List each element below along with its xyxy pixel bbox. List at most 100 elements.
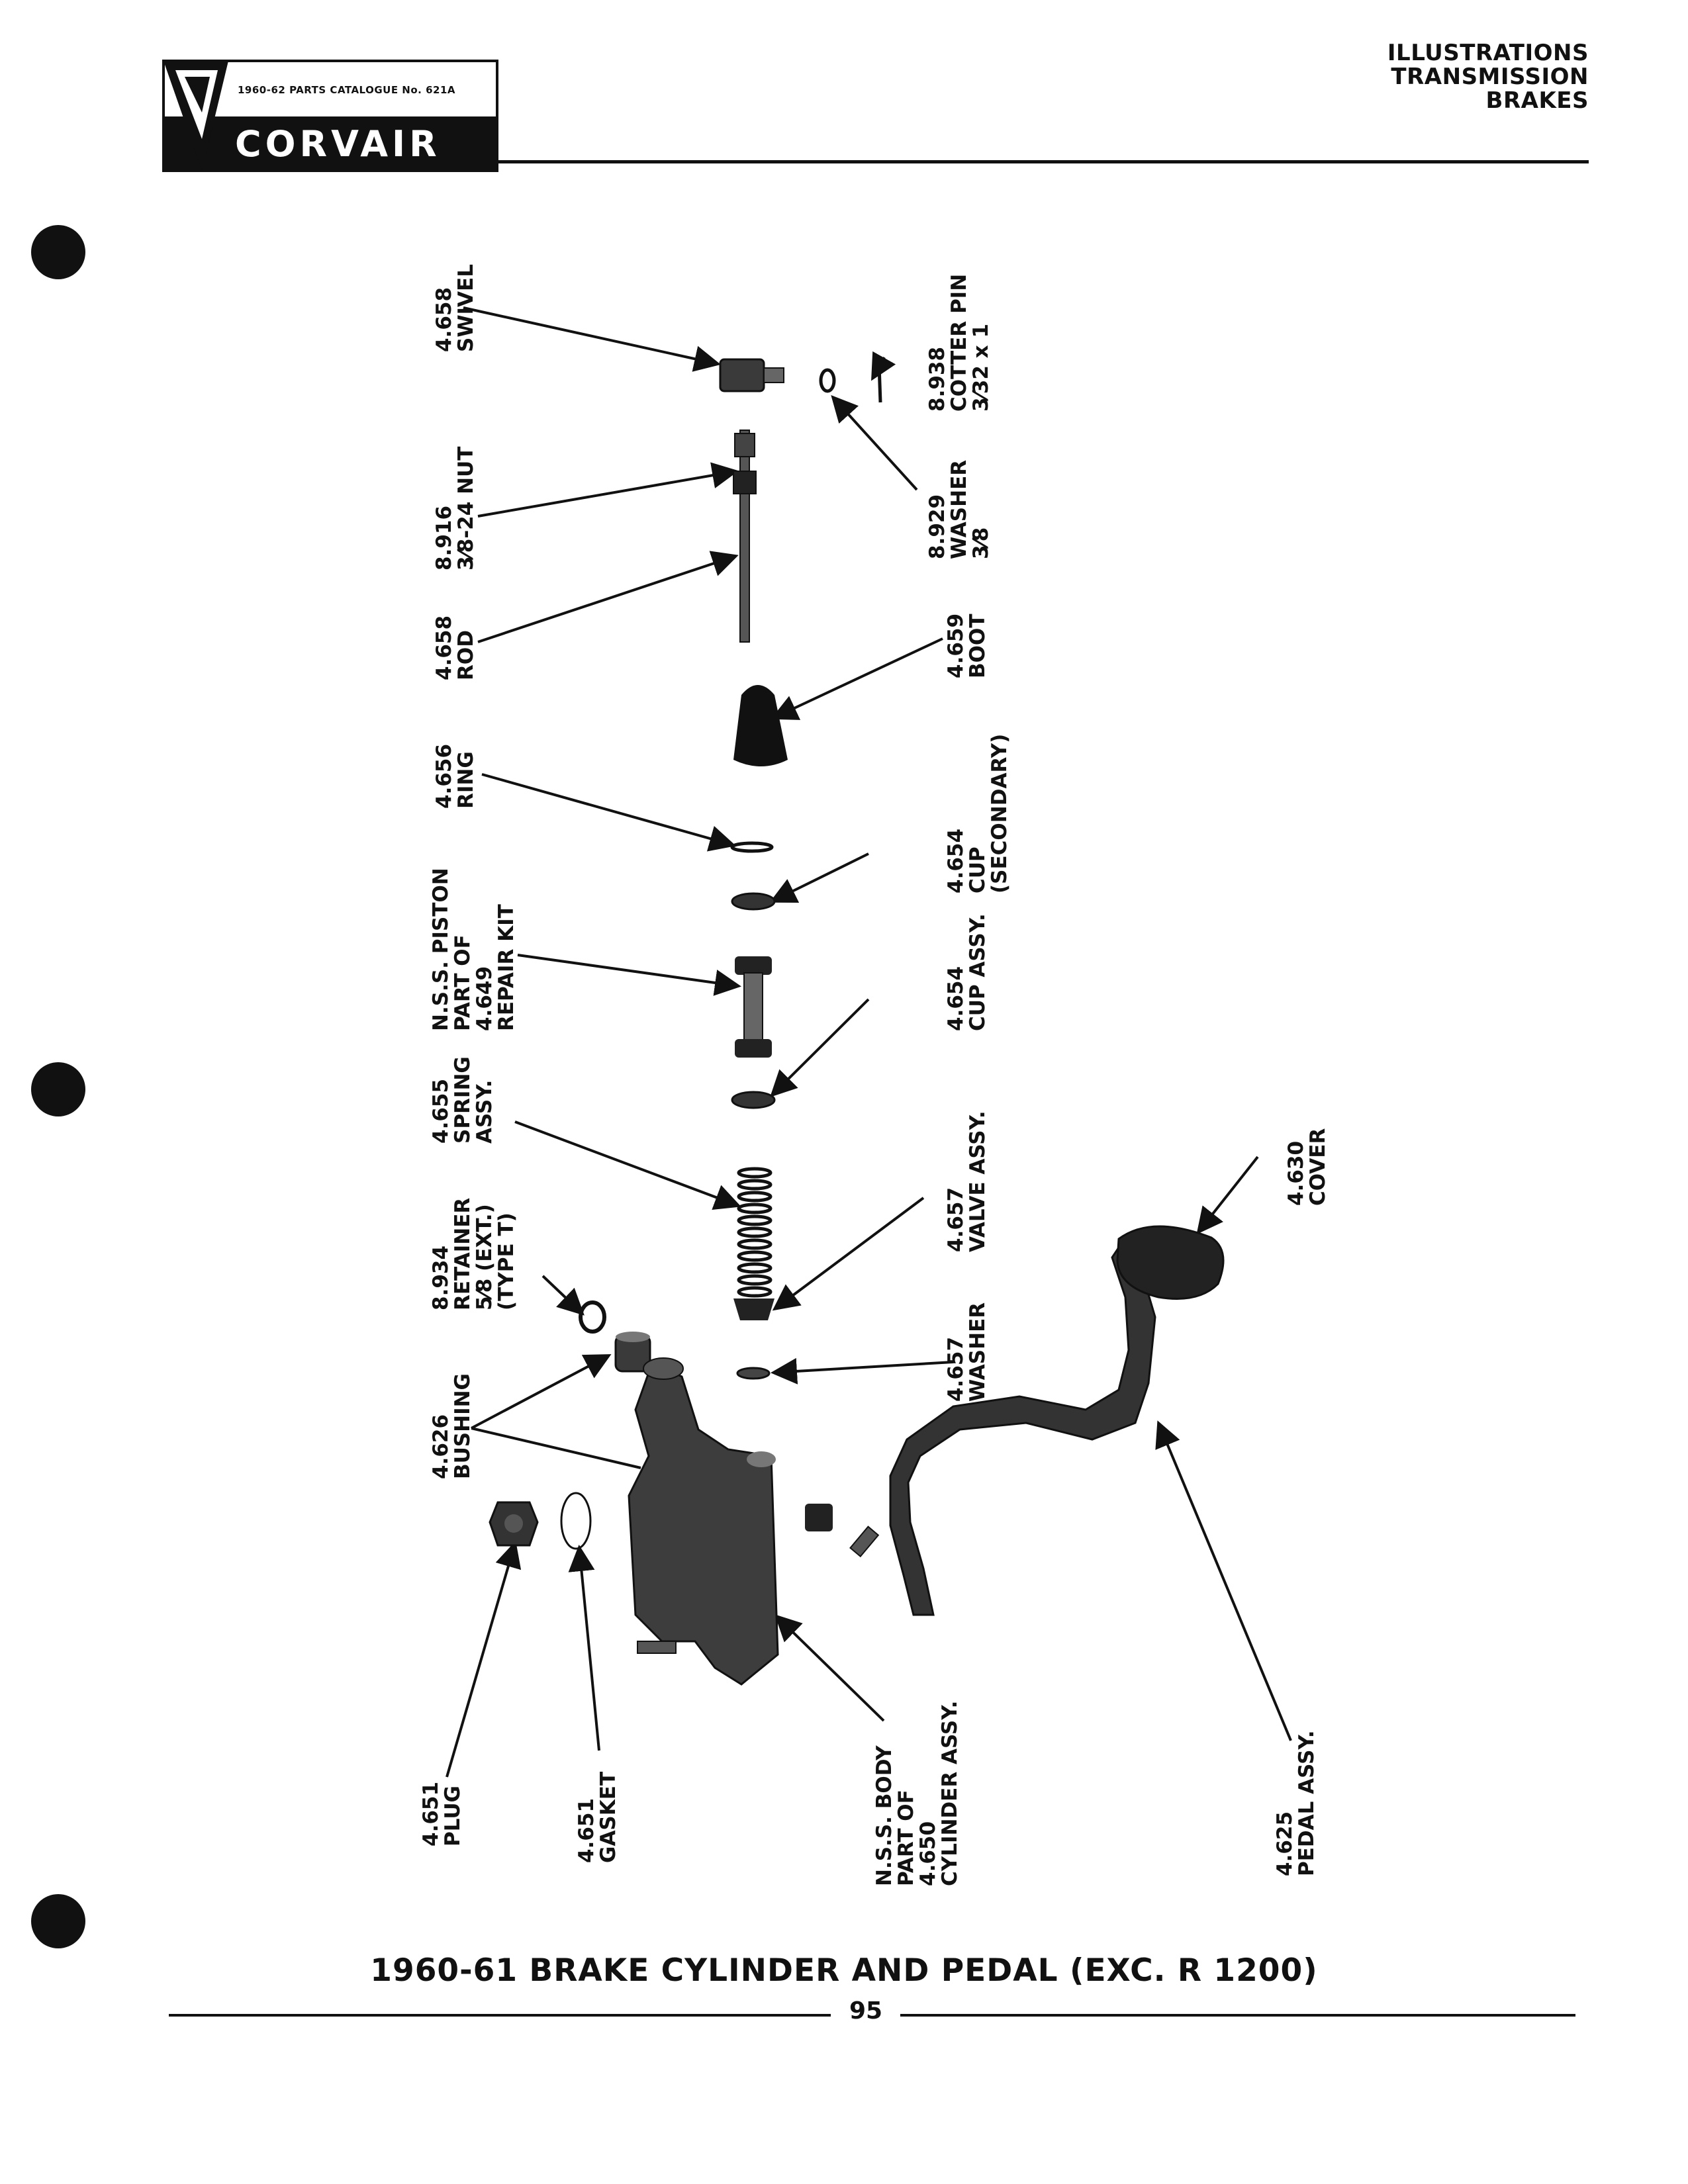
callout-piston-label: N.S.S. PISTON [429,868,453,1031]
brand-label: CORVAIR [235,123,441,165]
callout-nut-label: 3⁄8-24 NUT [454,446,478,570]
bushing-part-icon [614,1332,651,1373]
cup-secondary-icon [731,892,776,911]
callout-cup-assy-label: CUP ASSY. [966,913,990,1031]
logo-emblem-icon [164,61,228,171]
section-header: ILLUSTRATIONS TRANSMISSION BRAKES [1387,41,1589,113]
callout-boot-number: 4.659 [944,613,968,678]
valve-part-icon [733,1298,774,1320]
washer-part-icon [819,368,836,393]
callout-cotter-pin-size: 3⁄32 x 1 [969,323,993,412]
logo-catalog-panel: 1960-62 PARTS CATALOGUE No. 621A [162,60,498,119]
callout-valve-washer: 4.657 WASHER [944,1302,990,1402]
callout-body: N.S.S. BODY PART OF 4.650 CYLINDER ASSY. [872,1700,962,1886]
callout-valve: 4.657 VALVE ASSY. [944,1111,990,1252]
callout-gasket: 4.651 GASKET [575,1771,620,1863]
cylinder-body-icon [628,1357,833,1686]
section-illustrations: ILLUSTRATIONS [1387,40,1589,66]
callout-ring-number: 4.656 [432,743,456,809]
callout-washer-number: 8.929 [925,494,949,559]
section-brakes: BRAKES [1485,87,1589,114]
header-rule [498,160,1589,163]
callout-piston-kit: REPAIR KIT [494,904,518,1031]
callout-cover-label: COVER [1306,1128,1330,1206]
page-number: 95 [849,1997,883,2025]
callout-nut-number: 8.916 [432,505,456,570]
catalog-label: 1960-62 PARTS CATALOGUE No. 621A [238,84,455,96]
callout-piston: N.S.S. PISTON PART OF 4.649 REPAIR KIT [429,868,518,1031]
callout-cup-secondary-note: (SECONDARY) [988,733,1011,893]
gasket-part-icon [560,1492,592,1550]
piston-part-icon [735,956,772,1058]
callout-cover: 4.630 COVER [1284,1128,1330,1206]
callout-plug: 4.651 PLUG [419,1781,465,1846]
callout-valve-number: 4.657 [944,1187,968,1252]
figure-title: 1960-61 BRAKE CYLINDER AND PEDAL (EXC. R… [370,1952,1318,1989]
callout-cup-secondary-label: CUP [966,846,990,893]
callout-piston-part-of: PART OF [451,934,475,1031]
footer-rule-right [900,2014,1575,2017]
callout-pedal-number: 4.625 [1273,1811,1297,1876]
callout-nut: 8.916 3⁄8-24 NUT [432,446,478,570]
callout-ring-label: RING [454,751,478,809]
callout-retainer: 8.934 RETAINER 5⁄8 (EXT.) (TYPE T) [429,1197,518,1310]
callout-spring-number: 4.655 [429,1078,453,1144]
callout-valve-label: VALVE ASSY. [966,1111,990,1252]
callout-washer-size: 3⁄8 [969,527,993,559]
callout-plug-number: 4.651 [419,1781,443,1846]
cup-assy-icon [731,1091,776,1109]
callout-bushing-number: 4.626 [429,1414,453,1479]
callout-swivel-number: 4.658 [432,287,456,352]
callout-retainer-number: 8.934 [429,1245,453,1310]
leader-lines [445,306,1292,1778]
callout-washer: 8.929 WASHER 3⁄8 [925,459,993,559]
section-transmission: TRANSMISSION [1391,64,1589,90]
callout-valve-washer-number: 4.657 [944,1336,968,1402]
callout-body-assy: CYLINDER ASSY. [938,1700,962,1886]
pedal-assy-icon [849,1225,1225,1616]
callout-valve-washer-label: WASHER [966,1302,990,1402]
boot-part-icon [733,685,788,766]
callout-cup-secondary-number: 4.654 [944,828,968,893]
callout-cup-secondary: 4.654 CUP (SECONDARY) [944,733,1011,893]
binder-hole-middle [31,1062,85,1116]
callout-plug-label: PLUG [441,1786,465,1846]
retainer-part-icon [579,1300,606,1334]
callout-body-part-of: PART OF [894,1790,918,1886]
logo-brand-panel: CORVAIR [162,119,498,172]
callout-boot: 4.659 BOOT [944,613,990,678]
callout-boot-label: BOOT [966,614,990,678]
ring-part-icon [730,841,774,853]
callout-cotter-pin: 8.938 COTTER PIN 3⁄32 x 1 [925,273,993,412]
valve-washer-icon [736,1367,771,1380]
callout-retainer-size: 5⁄8 (EXT.) [473,1204,496,1310]
callout-rod: 4.658 ROD [432,615,478,680]
corvair-logo: 1960-62 PARTS CATALOGUE No. 621A CORVAIR [162,60,498,172]
callout-spring-label: SPRING [451,1056,475,1144]
callout-ring: 4.656 RING [432,743,478,809]
callout-spring-assy: ASSY. [473,1079,496,1144]
rod-part-icon [733,430,757,643]
cotter-pin-icon [874,361,882,403]
callout-body-label: N.S.S. BODY [872,1745,896,1886]
callout-spring: 4.655 SPRING ASSY. [429,1056,496,1144]
callout-gasket-number: 4.651 [575,1797,598,1863]
callout-pedal-label: PEDAL ASSY. [1295,1730,1319,1876]
callout-piston-number: 4.649 [473,966,496,1031]
callout-cup-assy-number: 4.654 [944,966,968,1031]
callout-washer-label: WASHER [947,459,971,559]
callout-cover-number: 4.630 [1284,1140,1308,1206]
callout-bushing: 4.626 BUSHING [429,1373,475,1479]
callout-rod-number: 4.658 [432,615,456,680]
callout-swivel: 4.658 SWIVEL [432,264,478,352]
footer-rule-left [169,2014,831,2017]
callout-cup-assy: 4.654 CUP ASSY. [944,913,990,1031]
callout-cotter-pin-label: COTTER PIN [947,273,971,412]
binder-hole-top [31,225,85,279]
callout-retainer-label: RETAINER [451,1197,475,1310]
swivel-part-icon [719,358,784,392]
binder-hole-bottom [31,1894,85,1948]
callout-gasket-label: GASKET [596,1771,620,1863]
callout-cotter-pin-number: 8.938 [925,346,949,412]
